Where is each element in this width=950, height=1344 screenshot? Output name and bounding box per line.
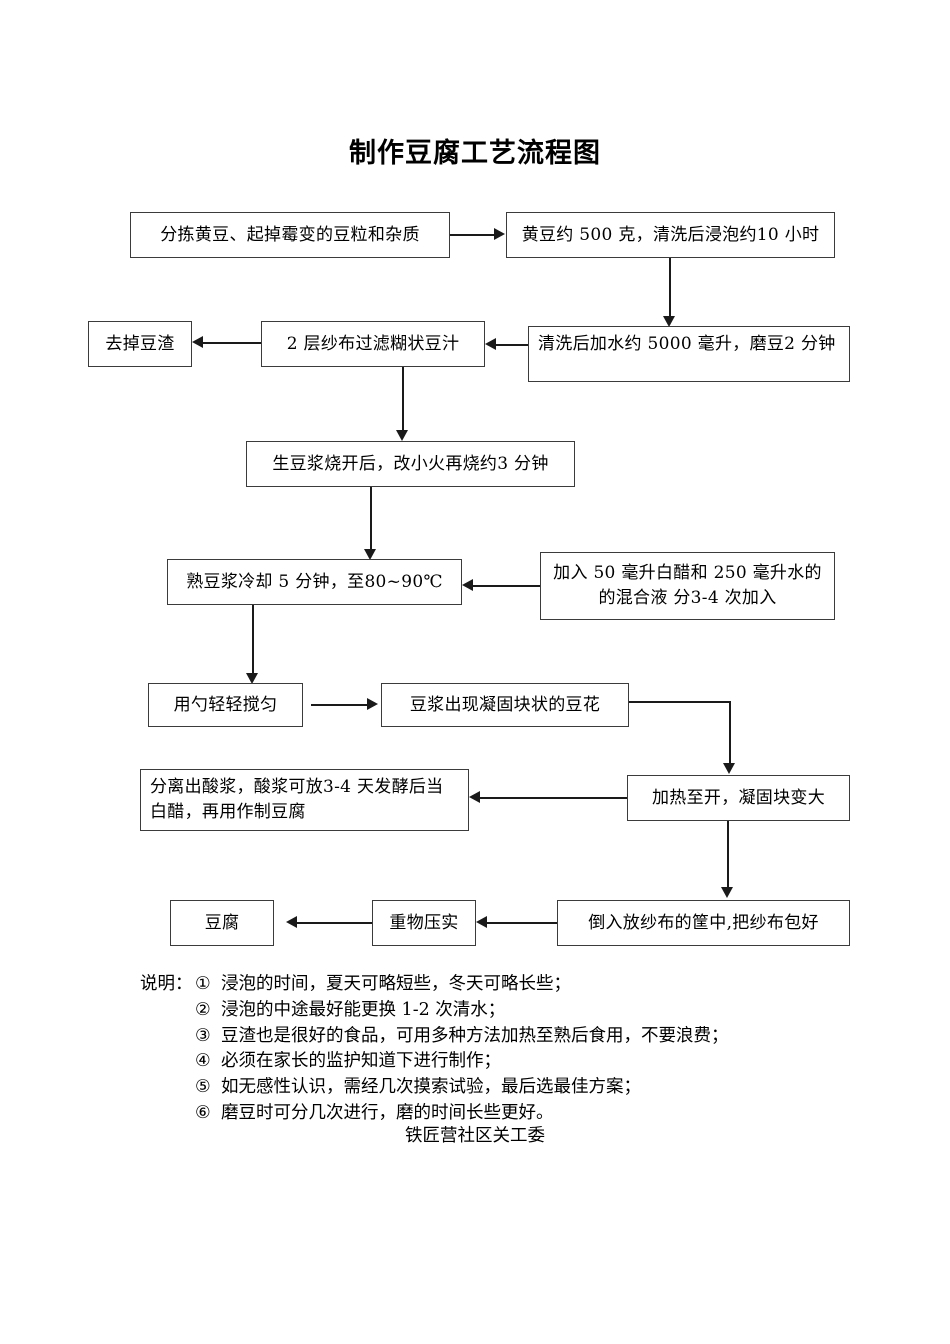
- note-item-2: ② 浸泡的中途最好能更换 1-2 次清水；: [140, 998, 840, 1024]
- connector-n4-n6-line: [402, 367, 404, 430]
- note-text: 浸泡的中途最好能更换 1-2 次清水；: [221, 999, 506, 1020]
- connector-n10-n11-vline: [729, 701, 731, 763]
- flow-node-grind-beans: 清洗后加水约 5000 毫升，磨豆2 分钟: [528, 326, 850, 382]
- flow-node-tofu-result: 豆腐: [170, 900, 274, 946]
- flow-node-pour-into-mold: 倒入放纱布的筐中,把纱布包好: [557, 900, 850, 946]
- connector-n6-n7-arrowhead: [364, 549, 376, 560]
- note-text: 磨豆时可分几次进行，磨的时间长些更好。: [221, 1102, 554, 1123]
- note-item-4: ④ 必须在家长的监护知道下进行制作；: [140, 1049, 840, 1075]
- note-text: 浸泡的时间，夏天可略短些，冬天可略长些；: [221, 974, 571, 994]
- connector-n14-n15-arrowhead: [286, 916, 297, 928]
- note-text: 必须在家长的监护知道下进行制作；: [221, 1051, 501, 1072]
- flow-node-cool-soymilk: 熟豆浆冷却 5 分钟，至80~90℃: [167, 559, 462, 605]
- connector-n14-n15-line: [297, 922, 372, 924]
- connector-n11-n12-line: [480, 797, 627, 799]
- connector-n4-n5-line: [203, 342, 261, 344]
- note-marker: ②: [195, 999, 211, 1020]
- connector-n13-n14-arrowhead: [476, 916, 487, 928]
- connector-n4-n5-arrowhead: [192, 336, 203, 348]
- connector-n7-n9-line: [252, 605, 254, 673]
- connector-n10-n11-arrowhead: [723, 763, 735, 774]
- notes-list: 说明： ① 浸泡的时间，夏天可略短些，冬天可略长些； ② 浸泡的中途最好能更换 …: [140, 972, 840, 1127]
- flow-node-stir-gently: 用勺轻轻搅匀: [148, 683, 303, 727]
- flow-node-sort-beans: 分拣黄豆、起掉霉变的豆粒和杂质: [130, 212, 450, 258]
- connector-n8-n7-line: [473, 585, 540, 587]
- connector-n13-n14-line: [487, 922, 557, 924]
- note-marker: ⑤: [195, 1077, 211, 1098]
- flow-node-heat-curds: 加热至开，凝固块变大: [627, 775, 850, 821]
- connector-n3-n4-line: [496, 344, 528, 346]
- connector-n8-n7-arrowhead: [462, 579, 473, 591]
- connector-n3-n4-arrowhead: [485, 338, 496, 350]
- connector-n2-n3-line: [669, 258, 671, 316]
- note-marker: ①: [195, 974, 211, 994]
- connector-n1-n2-arrowhead: [494, 228, 505, 240]
- connector-n2-n3-arrowhead: [663, 316, 675, 327]
- note-text: 如无感性认识，需经几次摸索试验，最后选最佳方案；: [221, 1077, 641, 1098]
- connector-n4-n6-arrowhead: [396, 430, 408, 441]
- note-marker: ③: [195, 1025, 211, 1046]
- note-marker: ④: [195, 1051, 211, 1072]
- note-item-5: ⑤ 如无感性认识，需经几次摸索试验，最后选最佳方案；: [140, 1075, 840, 1101]
- notes-label: 说明：: [140, 974, 193, 994]
- connector-n10-n11-hline: [629, 701, 731, 703]
- connector-n7-n9-arrowhead: [246, 673, 258, 684]
- connector-n6-n7-line: [370, 487, 372, 549]
- flow-node-soak-beans: 黄豆约 500 克，清洗后浸泡约10 小时: [506, 212, 835, 258]
- flow-node-vinegar-mixture: 加入 50 毫升白醋和 250 毫升水的的混合液 分3-4 次加入: [540, 552, 835, 620]
- note-marker: ⑥: [195, 1102, 211, 1123]
- note-text: 豆渣也是很好的食品，可用多种方法加热至熟后食用，不要浪费；: [221, 1025, 729, 1046]
- flow-node-press-weight: 重物压实: [372, 900, 476, 946]
- flow-node-filter-gauze: 2 层纱布过滤糊状豆汁: [261, 321, 485, 367]
- document-signature: 铁匠营社区关工委: [405, 1126, 545, 1146]
- connector-n9-n10-arrowhead: [367, 698, 378, 710]
- page-title: 制作豆腐工艺流程图: [349, 138, 601, 169]
- flow-node-remove-okara: 去掉豆渣: [88, 321, 192, 367]
- flow-node-boil-soymilk: 生豆浆烧开后，改小火再烧约3 分钟: [246, 441, 575, 487]
- connector-n1-n2-line: [450, 234, 494, 236]
- note-item-6: ⑥ 磨豆时可分几次进行，磨的时间长些更好。: [140, 1101, 840, 1127]
- connector-n9-n10-line: [311, 704, 367, 706]
- note-item-1: 说明： ① 浸泡的时间，夏天可略短些，冬天可略长些；: [140, 972, 840, 998]
- flow-node-curd-forms: 豆浆出现凝固块状的豆花: [381, 683, 629, 727]
- connector-n11-n13-line: [727, 821, 729, 887]
- flow-node-separate-whey: 分离出酸浆，酸浆可放3-4 天发酵后当白醋，再用作制豆腐: [140, 769, 469, 831]
- note-item-3: ③ 豆渣也是很好的食品，可用多种方法加热至熟后食用，不要浪费；: [140, 1024, 840, 1050]
- connector-n11-n13-arrowhead: [721, 887, 733, 898]
- connector-n11-n12-arrowhead: [469, 791, 480, 803]
